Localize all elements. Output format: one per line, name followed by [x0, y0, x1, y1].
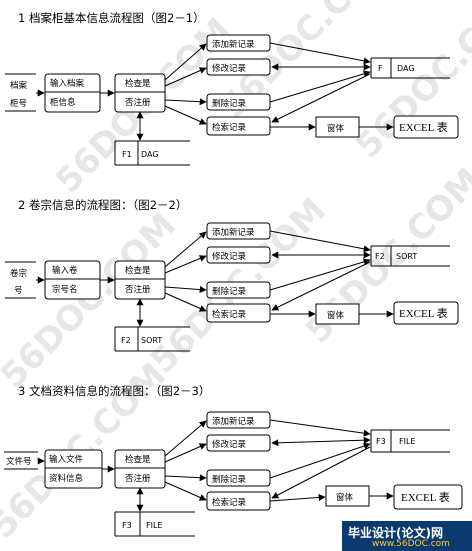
input-label-bottom: 柜号 — [10, 98, 27, 109]
datastore-name: FILE — [399, 437, 415, 446]
flow-arrow — [269, 419, 371, 437]
flow-1: 1 档案柜基本信息流程图（图2－1） 档案 柜号 输入档案 柜信息 检查是 否注… — [5, 11, 459, 166]
local-datastore: F3 FILE — [114, 511, 195, 537]
window-label: 窗体 — [336, 492, 354, 503]
flow-arrow — [271, 436, 371, 447]
datastore-name: DAG — [141, 150, 159, 159]
local-datastore: F2 SORT — [114, 326, 190, 352]
datastore-name: DAG — [397, 64, 415, 73]
datastore-name: SORT — [141, 336, 162, 345]
op-edit-box — [206, 58, 271, 76]
flow-arrow — [164, 98, 207, 106]
check-label-top: 检查是 — [125, 265, 151, 276]
op-edit-box — [206, 246, 271, 264]
check-label-bottom: 否注册 — [125, 473, 151, 484]
flow-arrow — [269, 493, 326, 502]
excel-label: EXCEL 表 — [399, 306, 448, 320]
flow-arrow — [269, 42, 371, 65]
process-label-bottom: 宗号名 — [52, 284, 78, 295]
flow-arrow — [269, 70, 371, 103]
input-entity: 档案 柜号 — [5, 73, 36, 112]
op-add-label: 添加新记录 — [212, 227, 255, 238]
datastore-id: F2 — [121, 336, 131, 345]
main-datastore: F3 FILE — [370, 429, 450, 453]
op-search-label: 检索记录 — [212, 497, 247, 508]
op-edit-label: 修改记录 — [212, 251, 247, 262]
flow-arrow — [269, 230, 371, 253]
flow-arrow — [269, 258, 371, 291]
flow-arrow — [164, 105, 207, 125]
input-entity: 卷宗 号 — [5, 261, 36, 299]
flow-title: 1 档案柜基本信息流程图（图2－1） — [18, 11, 205, 25]
op-edit-box — [206, 434, 271, 452]
op-search-box — [206, 116, 271, 136]
flow-title: 3 文档资料信息的流程图：（图2－3） — [18, 384, 210, 398]
flow-arrow — [164, 255, 207, 274]
datastore-id: F3 — [122, 521, 132, 530]
input-entity: 文件号 — [4, 451, 38, 470]
check-label-top: 检查是 — [125, 454, 151, 465]
main-datastore: F2 SORT — [370, 245, 450, 267]
op-edit-label: 修改记录 — [212, 63, 247, 74]
datastore-id: F3 — [376, 437, 386, 446]
flow-2: 2 卷宗信息的流程图：（图2－2） 卷宗 号 输入卷 宗号名 检查是 否注册 F… — [5, 198, 459, 352]
local-datastore: F1 DAG — [114, 140, 190, 166]
input-label-top: 文件号 — [6, 456, 32, 467]
flow-arrow — [164, 231, 207, 268]
op-delete-label: 删除记录 — [212, 474, 247, 485]
site-logo-title: 毕业设计(论文)网 — [348, 526, 443, 540]
window-label: 窗体 — [327, 123, 345, 134]
watermark: 56DOC.COM — [348, 0, 472, 166]
input-label-top: 档案 — [10, 80, 28, 91]
main-datastore: F DAG — [370, 57, 450, 79]
flow-arrow — [164, 286, 207, 294]
excel-label: EXCEL 表 — [399, 120, 448, 134]
datastore-name: SORT — [396, 252, 417, 261]
datastore-id: F1 — [122, 150, 132, 159]
process-label-top: 输入档案 — [50, 78, 85, 89]
op-edit-label: 修改记录 — [212, 439, 247, 450]
flow-arrow — [164, 443, 207, 463]
excel-box — [393, 115, 459, 139]
process-label-bottom: 柜信息 — [50, 97, 76, 108]
flow-3: 3 文档资料信息的流程图：（图2－3） 文件号 输入文件 资料信息 检查是 否注… — [4, 384, 463, 537]
excel-box — [393, 484, 463, 510]
check-label-top: 检查是 — [125, 78, 151, 89]
flow-arrow — [164, 292, 207, 312]
op-add-label: 添加新记录 — [212, 416, 255, 427]
op-search-box — [206, 303, 271, 323]
flow-arrow — [269, 442, 371, 479]
input-label-top: 卷宗 — [10, 268, 27, 279]
excel-label: EXCEL 表 — [401, 490, 450, 504]
flow-arrow — [164, 420, 207, 457]
check-label-bottom: 否注册 — [125, 97, 151, 108]
flow-title: 2 卷宗信息的流程图：（图2－2） — [18, 198, 187, 212]
process-label-top: 输入卷 — [52, 265, 78, 276]
window-label: 窗体 — [327, 310, 345, 321]
flow-arrow — [164, 43, 207, 81]
op-delete-label: 删除记录 — [212, 98, 247, 109]
op-delete-label: 删除记录 — [212, 286, 247, 297]
process-label-top: 输入文件 — [49, 454, 84, 465]
site-logo-url: www.56DOC.com — [372, 539, 450, 549]
process-label-bottom: 资料信息 — [49, 473, 84, 484]
datastore-name: FILE — [146, 521, 162, 530]
check-label-bottom: 否注册 — [125, 284, 151, 295]
datastore-id: F2 — [375, 252, 385, 261]
flow-arrow — [271, 261, 371, 311]
flow-arrow — [164, 67, 207, 87]
op-add-label: 添加新记录 — [212, 39, 255, 50]
excel-box — [393, 301, 459, 325]
flow-arrow — [271, 73, 371, 123]
flow-arrow — [164, 481, 207, 501]
op-search-label: 检索记录 — [212, 122, 247, 133]
op-search-label: 检索记录 — [212, 309, 247, 320]
flow-arrow — [271, 446, 371, 499]
flow-arrow — [164, 474, 207, 482]
datastore-id: F — [378, 64, 383, 73]
input-label-bottom: 号 — [14, 286, 23, 296]
site-logo-badge: 毕业设计(论文)网 www.56DOC.com — [342, 521, 472, 551]
